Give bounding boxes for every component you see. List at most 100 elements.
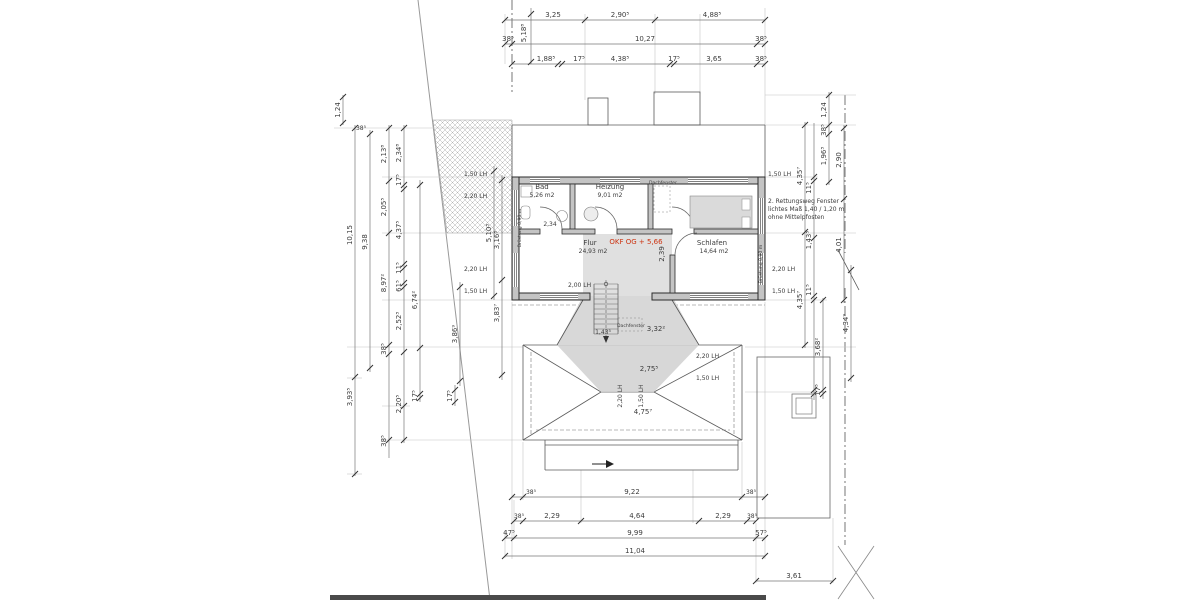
dim-label: 4,01	[835, 237, 843, 253]
room-label-heizung: Heizung	[596, 183, 625, 191]
extension-lines	[334, 8, 856, 583]
dim-label: 5,18⁸	[520, 24, 528, 43]
dim-label: 2,39	[658, 246, 666, 262]
dim-label: 3,83⁷	[493, 304, 501, 323]
lintel-height-label: 1,50 LH	[464, 171, 487, 178]
window	[513, 178, 764, 299]
skylight-label: Dachfenster	[617, 323, 645, 329]
dim-label: 3,65	[706, 55, 722, 63]
dim-label: 11,04	[625, 547, 646, 555]
skylight-symbol	[653, 185, 671, 213]
chimney	[587, 97, 609, 126]
dim-label: 38⁵	[380, 435, 388, 447]
dim-label: 10,15	[346, 225, 354, 245]
dimension-chain-lines	[342, 8, 852, 582]
dim-label: 11⁵	[805, 284, 813, 296]
building-plan	[511, 91, 766, 468]
dim-label: 38⁵	[746, 489, 757, 496]
dim-label: 2,90	[835, 152, 843, 168]
dim-label: 38⁵	[380, 343, 388, 355]
dim-label: 61⁵	[395, 280, 403, 292]
dim-label: 3,61	[786, 572, 802, 580]
dim-label: 4,88⁵	[703, 11, 722, 19]
room-label-bad: Bad	[535, 183, 549, 191]
dim-label: 1,96³	[820, 147, 828, 166]
dim-label: 38⁵	[502, 35, 514, 43]
room-labels: Bad 5,26 m2 Heizung 9,01 m2 Flur 24,93 m…	[530, 183, 729, 255]
entrance-arrow	[592, 460, 614, 468]
wall-right	[757, 176, 766, 301]
dim-label: 17⁵	[668, 55, 680, 63]
note-line: lichtes Maß 1,40 / 1,20 m	[768, 206, 845, 213]
dim-label: 2,34	[543, 221, 557, 228]
lintel-height-label: 2,20 LH	[464, 193, 487, 200]
dim-label: 38⁵	[755, 35, 767, 43]
lintel-height-label: 1,50 LH	[464, 288, 487, 295]
bed	[689, 195, 753, 229]
room-area-bad: 5,26 m2	[530, 192, 555, 199]
dim-label: 3,16⁸	[493, 231, 501, 250]
lintel-height-label: 1,50 LH	[768, 171, 791, 178]
interior-wall	[693, 228, 759, 235]
dim-label: 17⁵	[395, 174, 403, 186]
dim-label: 4,35⁷	[796, 291, 804, 310]
lintel-height-label: 1,50 LH	[638, 384, 645, 407]
parapet-label: Brüstung 0,90 m	[517, 208, 523, 247]
dim-label: 11⁵	[805, 182, 813, 194]
dim-label: 38⁵	[755, 55, 767, 63]
room-area-schlafen: 14,64 m2	[700, 248, 729, 255]
dim-label: 17⁵	[573, 55, 585, 63]
dim-label: 3,86⁹	[451, 325, 459, 344]
interior-wall	[518, 228, 541, 235]
wc-fixture	[520, 205, 531, 220]
dim-label: 4,38⁵	[611, 55, 630, 63]
dormer	[653, 91, 701, 126]
note-line: ohne Mittelpfosten	[768, 214, 825, 221]
dim-label: 4,75⁷	[634, 408, 653, 416]
dim-label: 1,43⁵	[805, 231, 813, 250]
dim-label: 3,32²	[647, 325, 666, 333]
level-label: OKF OG + 5,66	[609, 238, 663, 246]
dim-label: 4,64	[629, 512, 645, 520]
dim-label: 38⁵	[514, 513, 525, 520]
dimension-labels: 3,25 2,90⁵ 4,88⁵ 38⁵ 10,27 38⁵ 5,18⁸ 1,8…	[334, 11, 850, 580]
interior-wall	[616, 228, 673, 235]
dim-label: 4,37⁵	[395, 221, 403, 240]
dim-label: 11⁵	[395, 262, 403, 274]
dim-label: 2,29	[715, 512, 731, 520]
dim-label: 2,34⁸	[395, 144, 403, 163]
dim-label: 3,93⁵	[346, 388, 354, 407]
wall-left	[511, 176, 520, 301]
skylight-label: Dachfenster	[649, 180, 677, 186]
room-label-schlafen: Schlafen	[697, 239, 727, 247]
dim-label: 47⁵	[503, 529, 515, 537]
dim-label: 2,29	[544, 512, 560, 520]
dim-label: 2,13⁸	[380, 145, 388, 164]
note-line: 2. Rettungsweg Fenster	[768, 198, 840, 205]
dim-label: 17⁵	[411, 390, 419, 402]
dim-label: 2,75⁵	[640, 365, 659, 373]
dim-label: 1,88⁵	[537, 55, 556, 63]
dim-label: 2,05⁵	[380, 198, 388, 217]
dim-label: 38⁵	[820, 124, 828, 136]
dim-label: 1,24	[334, 102, 342, 118]
tick-marks	[339, 10, 855, 585]
lintel-height-label: 2,20 LH	[464, 266, 487, 273]
dim-label: 2,52³	[395, 312, 403, 331]
dim-label: 3,25	[545, 11, 561, 19]
dim-label: 38⁵	[526, 489, 537, 496]
dim-label: 1,24	[820, 102, 828, 118]
boiler-fixture	[583, 206, 599, 222]
shower-fixture	[520, 185, 533, 198]
staircase	[593, 280, 619, 343]
skylight-symbol	[617, 317, 643, 332]
room-label-flur: Flur	[583, 239, 596, 247]
lintel-height-label: 1,50 LH	[696, 375, 719, 382]
dim-label: 38⁵	[747, 513, 758, 520]
dim-label: 9,38	[361, 234, 369, 250]
misc-labels: Dachfenster Dachfenster Brüstung 0,90 m …	[517, 180, 764, 329]
dim-label: 57⁵	[755, 529, 767, 537]
dim-label: 9,99	[627, 529, 643, 537]
dim-label: 6,74²	[411, 291, 419, 310]
